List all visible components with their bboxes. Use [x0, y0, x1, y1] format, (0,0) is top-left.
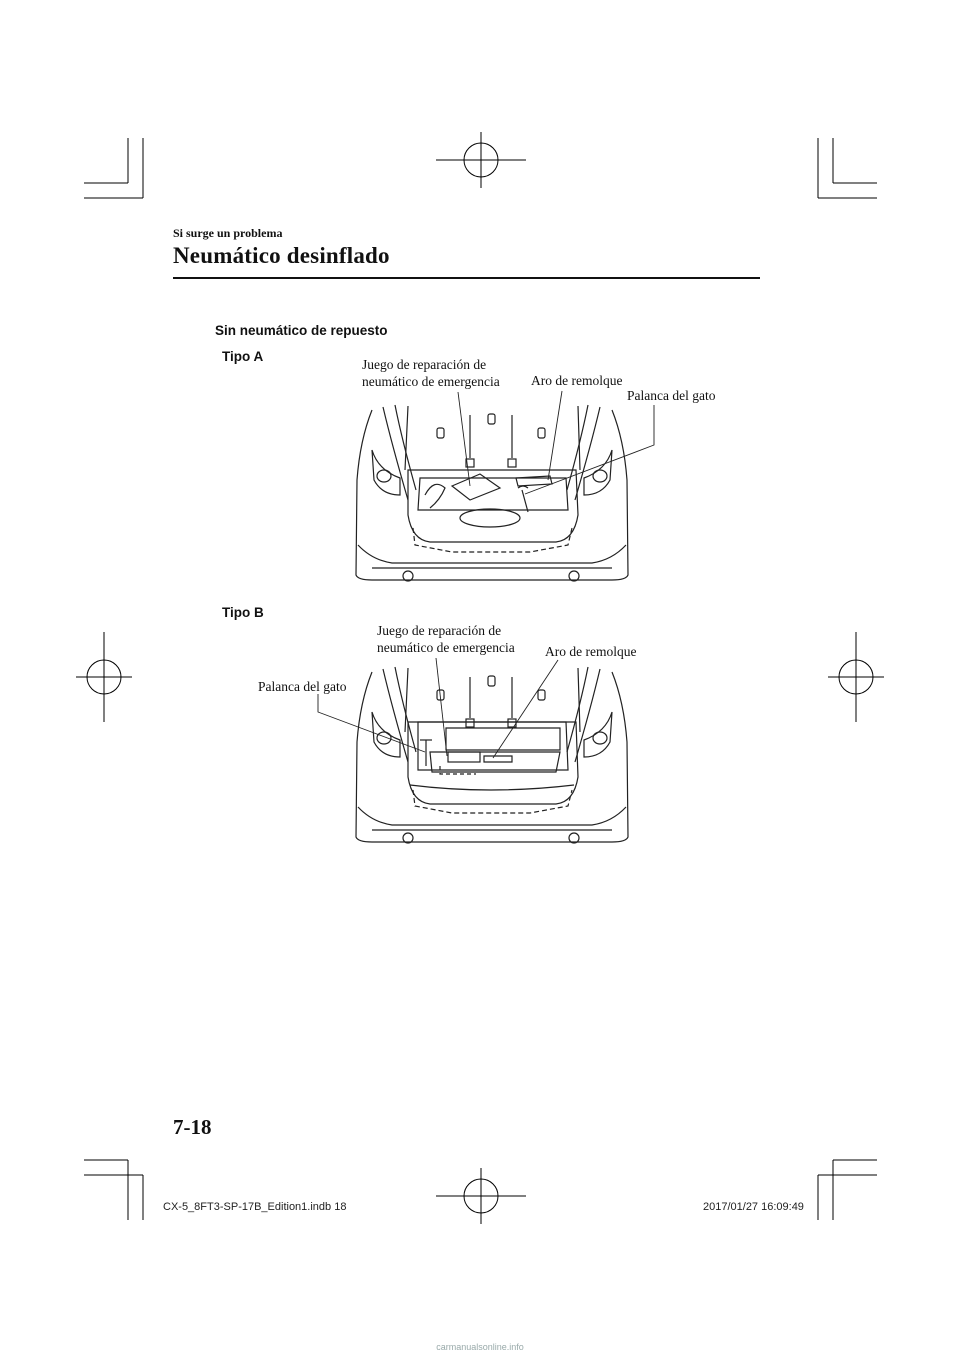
type-b-repair-kit-label-line2: neumático de emergencia	[377, 640, 515, 655]
section-header: Si surge un problema	[173, 226, 283, 240]
type-b-label: Tipo B	[222, 605, 264, 620]
spare-heading: Sin neumático de repuesto	[215, 323, 388, 338]
page-title: Neumático desinflado	[173, 243, 390, 268]
type-a-repair-kit-label-line1: Juego de reparación de	[362, 357, 487, 372]
page-number: 7-18	[173, 1115, 212, 1139]
type-a-tow-hook-label: Aro de remolque	[531, 373, 623, 388]
type-a-jack-lever-label: Palanca del gato	[627, 388, 716, 403]
type-a-repair-kit-label-line2: neumático de emergencia	[362, 374, 500, 389]
type-a-label: Tipo A	[222, 349, 264, 364]
type-b-jack-lever-label: Palanca del gato	[258, 679, 347, 694]
type-b-repair-kit-label-line1: Juego de reparación de	[377, 623, 502, 638]
type-b-tow-hook-label: Aro de remolque	[545, 644, 637, 659]
title-rule	[173, 277, 760, 279]
footer-file: CX-5_8FT3-SP-17B_Edition1.indb 18	[163, 1201, 347, 1213]
footer-timestamp: 2017/01/27 16:09:49	[703, 1201, 804, 1213]
watermark: carmanualsonline.info	[436, 1342, 524, 1352]
